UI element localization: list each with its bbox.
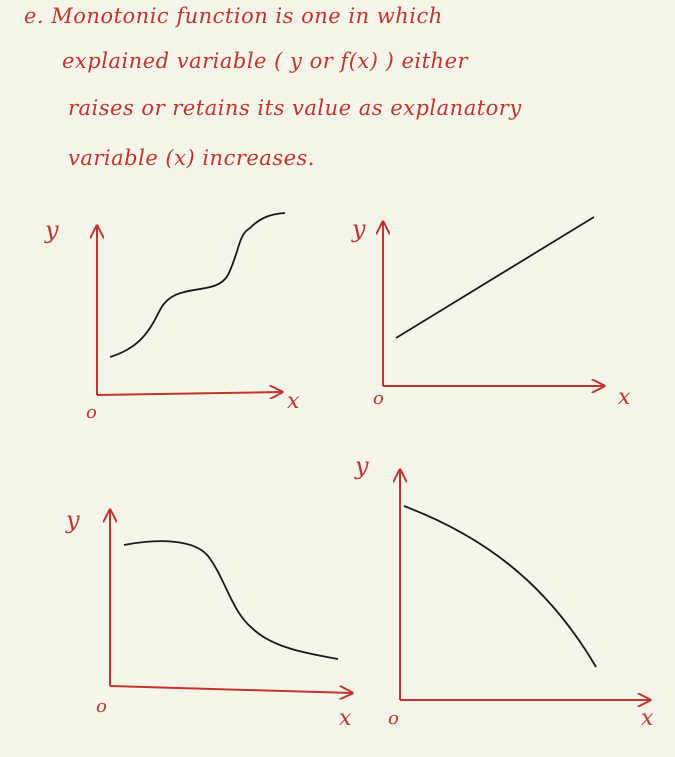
plot2-origin-label: o	[373, 388, 384, 409]
plot4-curve	[403, 505, 597, 668]
plot3-x-label: x	[339, 706, 352, 731]
note-line-2: explained variable ( y or f(x) ) either	[62, 49, 468, 73]
note-line-2-text: explained variable ( y or f(x) ) either	[62, 49, 469, 73]
note-line-1: e. Monotonic function is one in which	[24, 4, 443, 28]
plot3-y-label: y	[65, 506, 80, 534]
plot2-x-label: x	[618, 385, 631, 410]
plot-increasing-linear: y x o	[351, 215, 631, 410]
plot4-origin-label: o	[388, 708, 399, 729]
plot1-x-label: x	[287, 389, 300, 414]
plot1-origin-label: o	[86, 402, 97, 423]
note-line-4: variable (x) increases.	[68, 146, 315, 170]
note-line-4-text: variable (x) increases.	[68, 146, 315, 170]
plot-decreasing-s-curve: y x o	[65, 506, 352, 731]
plot4-y-label: y	[354, 452, 369, 480]
plot2-y-label: y	[351, 215, 366, 243]
plot3-curve	[123, 540, 339, 660]
plot-increasing-s-curve: y x o	[44, 212, 300, 423]
note-line-3: raises or retains its value as explanato…	[68, 96, 522, 120]
plot3-x-axis	[109, 685, 352, 693]
plot-decreasing-concave: y x o	[354, 452, 654, 731]
note-line-1-text: e. Monotonic function is one in which	[24, 4, 443, 28]
plot1-y-label: y	[44, 216, 59, 244]
plot2-line	[395, 216, 595, 339]
note-line-3-text: raises or retains its value as explanato…	[68, 96, 522, 120]
plot4-x-label: x	[641, 706, 654, 731]
plot1-x-axis	[96, 392, 282, 395]
plot1-curve	[109, 212, 286, 358]
plot3-origin-label: o	[96, 696, 107, 717]
